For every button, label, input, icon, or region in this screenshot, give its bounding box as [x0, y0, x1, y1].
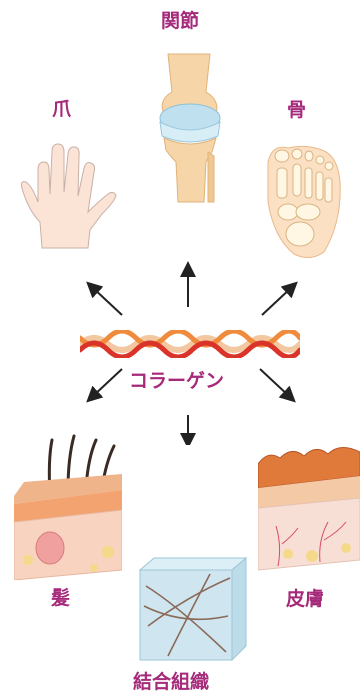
hair-follicle-illustration [14, 430, 122, 580]
collagen-helix-illustration [80, 330, 300, 358]
arrow-to-nail [92, 287, 122, 315]
arrow-to-hair [92, 369, 122, 397]
foot-bones-illustration [262, 142, 344, 262]
label-connective-tissue: 結合組織 [133, 673, 209, 692]
arrow-to-bone [262, 287, 292, 315]
label-joint: 関節 [161, 12, 199, 31]
joint-illustration [150, 52, 230, 204]
skin-layers-illustration [258, 436, 360, 572]
label-nail: 爪 [52, 100, 71, 119]
connective-tissue-illustration [138, 556, 248, 662]
label-hair: 髪 [51, 589, 70, 608]
hand-illustration [18, 142, 118, 250]
arrow-to-skin [260, 369, 290, 397]
label-skin: 皮膚 [286, 590, 324, 609]
label-bone: 骨 [287, 101, 306, 120]
